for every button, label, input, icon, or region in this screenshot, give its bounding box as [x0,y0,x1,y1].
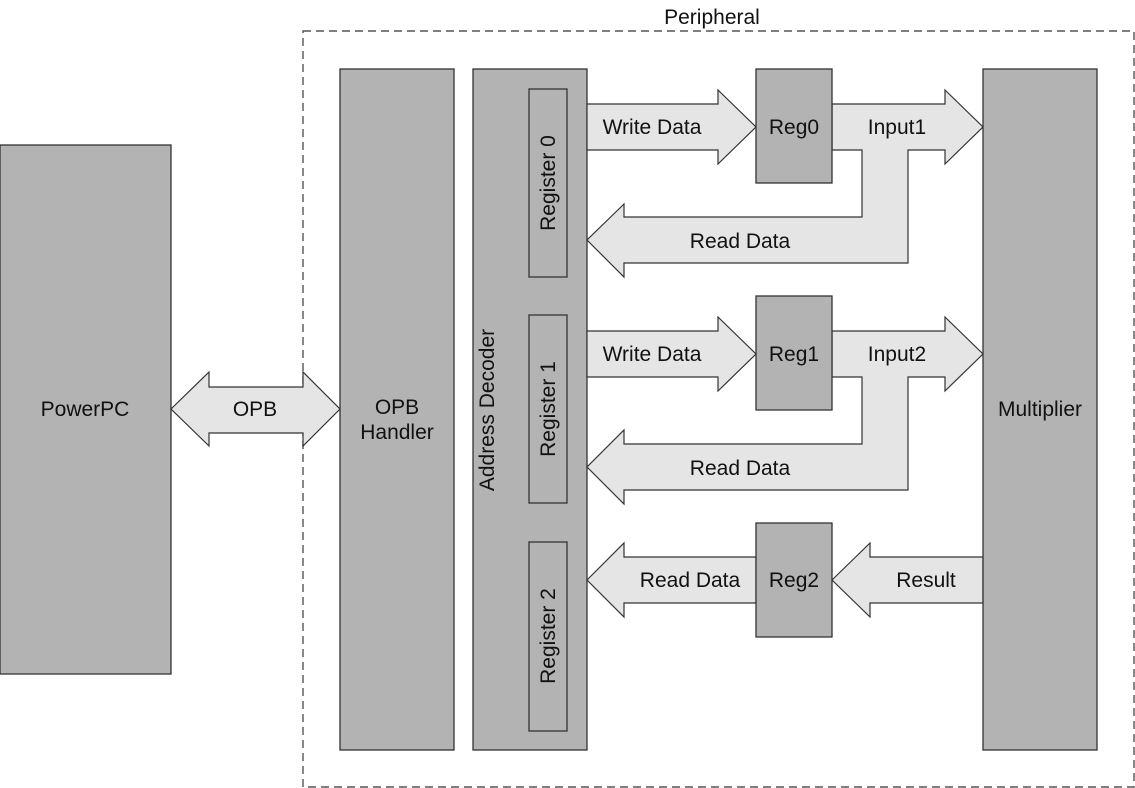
opb-handler-label: OPB Handler [340,395,454,445]
row0-input-label: Input1 [868,116,926,139]
register2-block [528,541,568,732]
register2-label: Register 2 [537,588,560,684]
opb-handler-label-top: OPB [374,396,420,419]
row0-write-data-arrow [586,88,757,166]
multiplier-label: Multiplier [998,398,1082,421]
register1-block [528,314,568,504]
reg0-label: Reg0 [769,116,819,139]
row1-write-data-label: Write Data [603,343,702,366]
reg0-block [755,68,833,184]
reg1-block [755,295,833,411]
powerpc-block [0,144,172,675]
row1-write-data-arrow [586,315,757,393]
powerpc-label: PowerPC [41,398,130,421]
row2-result-label: Result [896,569,956,592]
register1-label: Register 1 [537,361,560,457]
row1-read-data-label: Read Data [690,457,791,480]
row1-input-label: Input2 [868,343,926,366]
register0-label: Register 0 [537,135,560,231]
register0-block [528,88,568,278]
multiplier-block [982,68,1098,751]
reg2-block [755,522,833,638]
row0-write-data-label: Write Data [603,116,702,139]
row2-read-data-label: Read Data [640,569,741,592]
address-decoder-label: Address Decoder [476,329,499,491]
peripheral-label: Peripheral [664,6,760,29]
opb-handler-label-bottom: Handler [360,421,434,444]
row1-input-readback-arrow [586,315,984,506]
reg1-label: Reg1 [769,343,819,366]
opb-handler-block [339,68,455,751]
row0-input-readback-arrow [586,88,984,279]
reg2-label: Reg2 [769,569,819,592]
opb-label: OPB [233,398,277,421]
row0-read-data-label: Read Data [690,230,791,253]
